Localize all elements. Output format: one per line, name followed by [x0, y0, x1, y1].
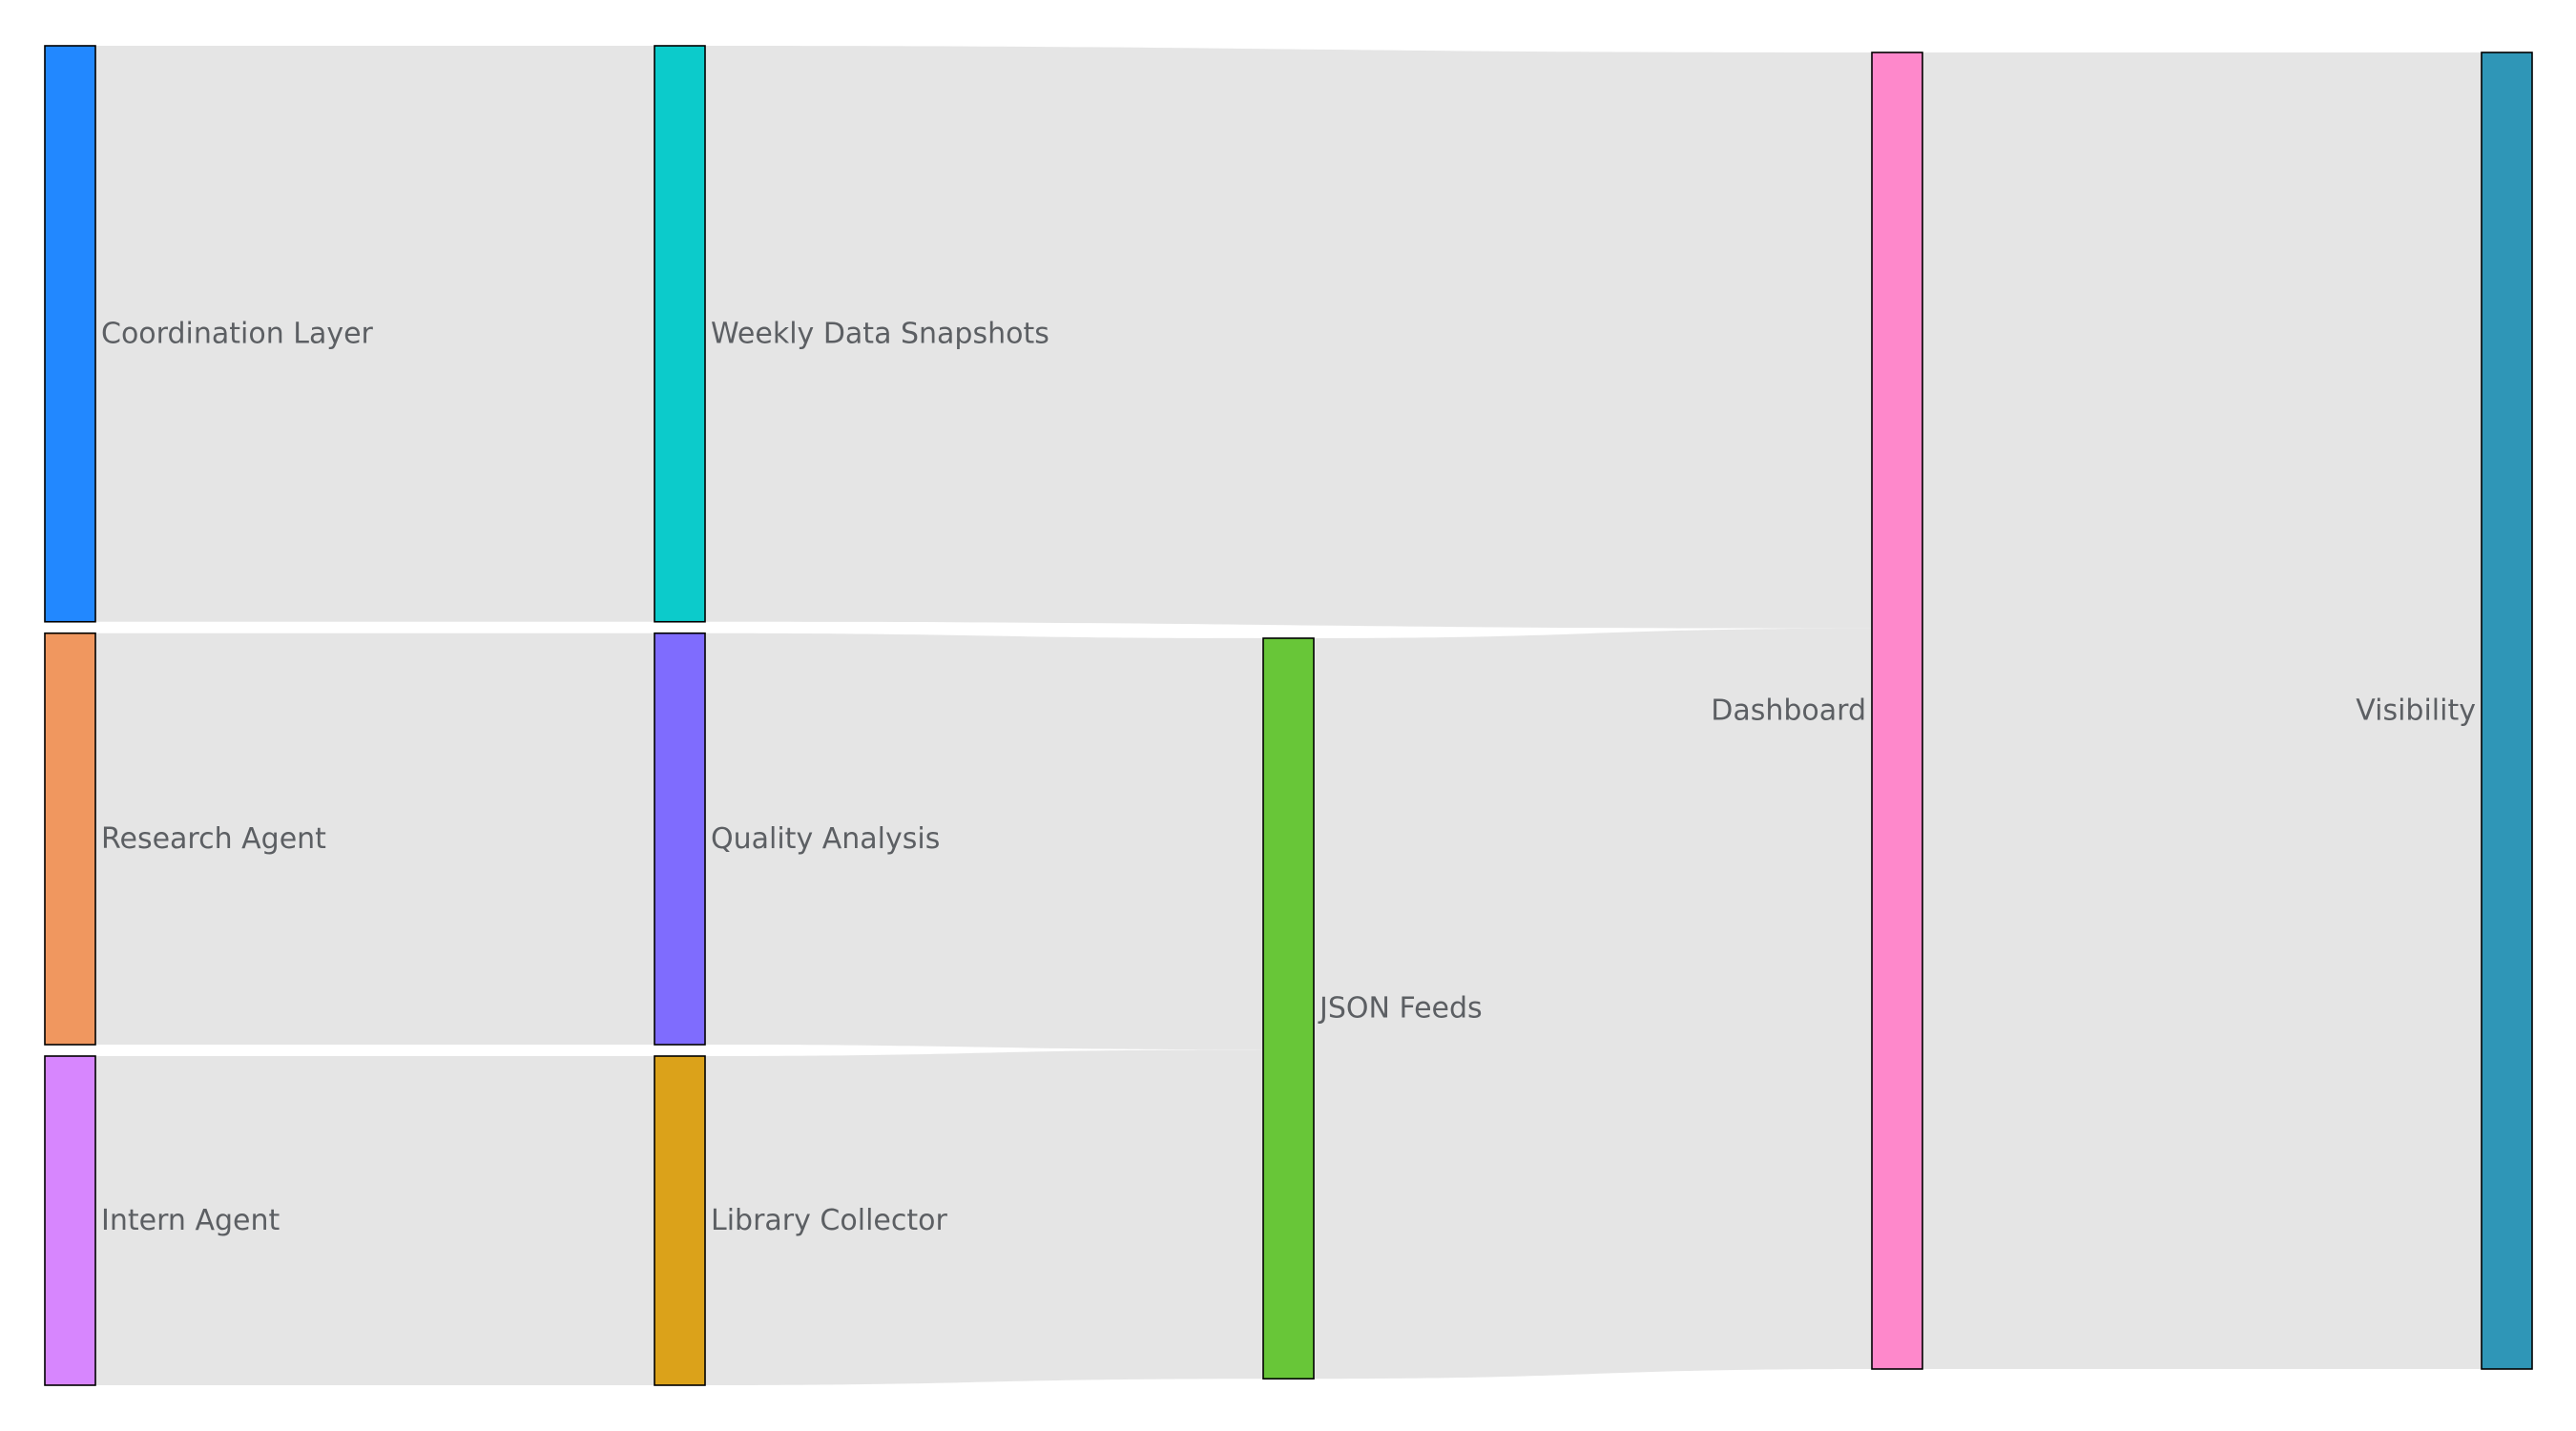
link-json-feeds-to-dashboard[interactable] — [1314, 628, 1872, 1379]
link-quality-analysis-to-json-feeds[interactable] — [705, 633, 1263, 1050]
node-bar[interactable] — [44, 1055, 96, 1386]
node-label: Intern Agent — [101, 1204, 280, 1237]
node-bar[interactable] — [1262, 637, 1315, 1380]
link-library-collector-to-json-feeds[interactable] — [705, 1049, 1263, 1385]
node-bar[interactable] — [654, 632, 706, 1046]
node-library-collector[interactable]: Library Collector — [654, 1055, 947, 1386]
link-coordination-layer-to-weekly-data-snapshots[interactable] — [95, 46, 654, 622]
node-quality-analysis[interactable]: Quality Analysis — [654, 632, 940, 1046]
node-research-agent[interactable]: Research Agent — [44, 632, 326, 1046]
node-label: Coordination Layer — [101, 317, 374, 350]
node-intern-agent[interactable]: Intern Agent — [44, 1055, 280, 1386]
node-label: Research Agent — [101, 822, 326, 856]
node-bar[interactable] — [44, 632, 96, 1046]
node-bar[interactable] — [654, 45, 706, 623]
link-dashboard-to-visibility[interactable] — [1922, 52, 2482, 1369]
node-bar[interactable] — [1871, 52, 1923, 1370]
sankey-links — [95, 46, 2482, 1385]
node-weekly-data-snapshots[interactable]: Weekly Data Snapshots — [654, 45, 1049, 623]
node-json-feeds[interactable]: JSON Feeds — [1262, 637, 1483, 1380]
node-label: Library Collector — [711, 1204, 947, 1237]
node-label: Quality Analysis — [711, 822, 940, 856]
node-label: Visibility — [2356, 695, 2476, 728]
node-bar[interactable] — [2481, 52, 2533, 1370]
node-coordination-layer[interactable]: Coordination Layer — [44, 45, 374, 623]
node-visibility[interactable]: Visibility — [2356, 52, 2533, 1370]
node-label: Weekly Data Snapshots — [711, 317, 1049, 350]
link-research-agent-to-quality-analysis[interactable] — [95, 633, 654, 1045]
node-label: JSON Feeds — [1318, 992, 1483, 1026]
node-bar[interactable] — [44, 45, 96, 623]
node-label: Dashboard — [1711, 695, 1866, 728]
node-bar[interactable] — [654, 1055, 706, 1386]
link-intern-agent-to-library-collector[interactable] — [95, 1056, 654, 1385]
link-weekly-data-snapshots-to-dashboard[interactable] — [705, 46, 1872, 629]
node-dashboard[interactable]: Dashboard — [1711, 52, 1923, 1370]
